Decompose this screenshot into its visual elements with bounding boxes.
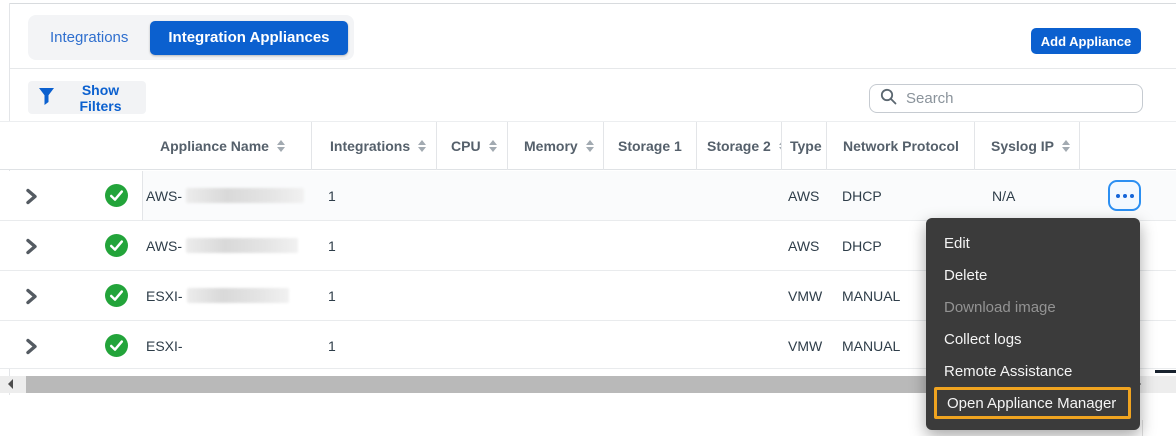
expand-row-icon[interactable] <box>24 285 48 307</box>
redacted-name-blur <box>186 188 305 203</box>
row-hover-shade <box>142 171 1176 220</box>
expand-row-icon[interactable] <box>24 235 48 257</box>
column-header-cpu[interactable]: CPU <box>437 122 508 170</box>
menu-item-open-appliance-manager[interactable]: Open Appliance Manager <box>934 387 1131 419</box>
appliance-name-prefix: AWS- <box>146 237 183 254</box>
column-header-storage-1[interactable]: Storage 1 <box>604 122 697 170</box>
menu-item-collect-logs[interactable]: Collect logs <box>944 330 1022 348</box>
column-header-memory[interactable]: Memory <box>508 122 604 170</box>
column-label: Storage 2 <box>707 138 771 154</box>
appliance-name-cell: AWS- <box>146 221 311 270</box>
integrations-cell: 1 <box>328 237 336 254</box>
type-cell: VMW <box>788 287 823 304</box>
table-header: Appliance Name Integrations CPU Memory S… <box>0 121 1176 170</box>
appliance-name-cell: ESXI- <box>146 321 311 370</box>
type-cell: AWS <box>788 237 820 254</box>
sort-icon[interactable] <box>585 140 594 152</box>
column-label: CPU <box>451 138 481 154</box>
sort-icon[interactable] <box>418 140 427 152</box>
expand-row-icon[interactable] <box>24 185 48 207</box>
menu-item-edit[interactable]: Edit <box>944 234 970 252</box>
network-protocol-cell: DHCP <box>842 187 882 204</box>
add-appliance-button[interactable]: Add Appliance <box>1031 28 1141 54</box>
appliance-name-cell: AWS- <box>146 171 311 220</box>
network-protocol-cell: MANUAL <box>842 287 901 304</box>
status-ok-icon <box>105 334 129 358</box>
type-cell: AWS <box>788 187 820 204</box>
sort-icon[interactable] <box>778 140 781 152</box>
column-header-network-protocol[interactable]: Network Protocol <box>827 122 975 170</box>
row-actions-context-menu: Edit Delete Download image Collect logs … <box>926 218 1140 430</box>
status-ok-icon <box>105 184 129 208</box>
scroll-left-icon[interactable] <box>8 379 13 389</box>
appliance-name-prefix: AWS- <box>146 187 183 204</box>
appliance-name-cell: ESXI- <box>146 271 311 320</box>
menu-item-delete[interactable]: Delete <box>944 266 988 284</box>
sort-icon[interactable] <box>1062 140 1071 152</box>
sort-icon[interactable] <box>276 140 285 152</box>
type-cell: VMW <box>788 337 823 354</box>
column-header-spacer <box>10 122 142 170</box>
panel-top-border <box>10 3 1176 4</box>
column-label: Syslog IP <box>991 138 1055 154</box>
appliance-name-prefix: ESXI- <box>146 287 183 304</box>
column-header-syslog-ip[interactable]: Syslog IP <box>975 122 1080 170</box>
tab-integration-appliances[interactable]: Integration Appliances <box>150 20 348 55</box>
syslog-ip-cell: N/A <box>992 187 1016 204</box>
column-label: Network Protocol <box>843 138 959 154</box>
show-filters-button[interactable]: Show Filters <box>28 81 146 114</box>
ellipsis-icon <box>1115 193 1120 198</box>
search-icon <box>880 88 897 110</box>
menu-item-remote-assistance[interactable]: Remote Assistance <box>944 362 1073 380</box>
redacted-name-blur <box>186 288 289 303</box>
column-header-appliance-name[interactable]: Appliance Name <box>142 122 312 170</box>
network-protocol-cell: DHCP <box>842 237 882 254</box>
scrollbar-thumb[interactable] <box>26 376 1118 393</box>
integrations-cell: 1 <box>328 287 336 304</box>
table-row[interactable]: AWS- 1 AWS DHCP N/A <box>0 171 1176 221</box>
integrations-cell: 1 <box>328 187 336 204</box>
appliance-name-prefix: ESXI- <box>146 337 183 354</box>
network-protocol-cell: MANUAL <box>842 337 901 354</box>
column-label: Integrations <box>330 138 411 154</box>
filter-funnel-icon <box>38 87 55 109</box>
column-header-integrations[interactable]: Integrations <box>312 122 437 170</box>
integrations-cell: 1 <box>328 337 336 354</box>
expand-row-icon[interactable] <box>24 335 48 357</box>
column-label: Storage 1 <box>618 138 682 154</box>
tab-integrations[interactable]: Integrations <box>28 15 150 60</box>
search-box <box>869 84 1143 113</box>
horizontal-scrollbar[interactable] <box>0 376 1176 393</box>
column-label: Type <box>790 138 822 154</box>
dark-edge-line <box>1155 370 1176 373</box>
header-divider <box>10 68 1176 69</box>
tab-group: Integrations Integration Appliances <box>28 15 354 60</box>
search-input[interactable] <box>906 90 1132 107</box>
menu-item-download-image: Download image <box>944 298 1056 316</box>
status-ok-icon <box>105 284 129 308</box>
row-actions-menu-button[interactable] <box>1108 180 1141 211</box>
column-header-actions <box>1080 122 1176 170</box>
redacted-name-blur <box>186 238 299 253</box>
column-label: Memory <box>524 138 578 154</box>
status-ok-icon <box>105 234 129 258</box>
show-filters-label: Show Filters <box>79 81 122 114</box>
column-label: Appliance Name <box>160 138 269 154</box>
column-header-storage-2[interactable]: Storage 2 <box>697 122 782 170</box>
column-header-type[interactable]: Type <box>782 122 827 170</box>
sort-icon[interactable] <box>488 140 497 152</box>
panel-edge-line <box>1142 420 1143 436</box>
